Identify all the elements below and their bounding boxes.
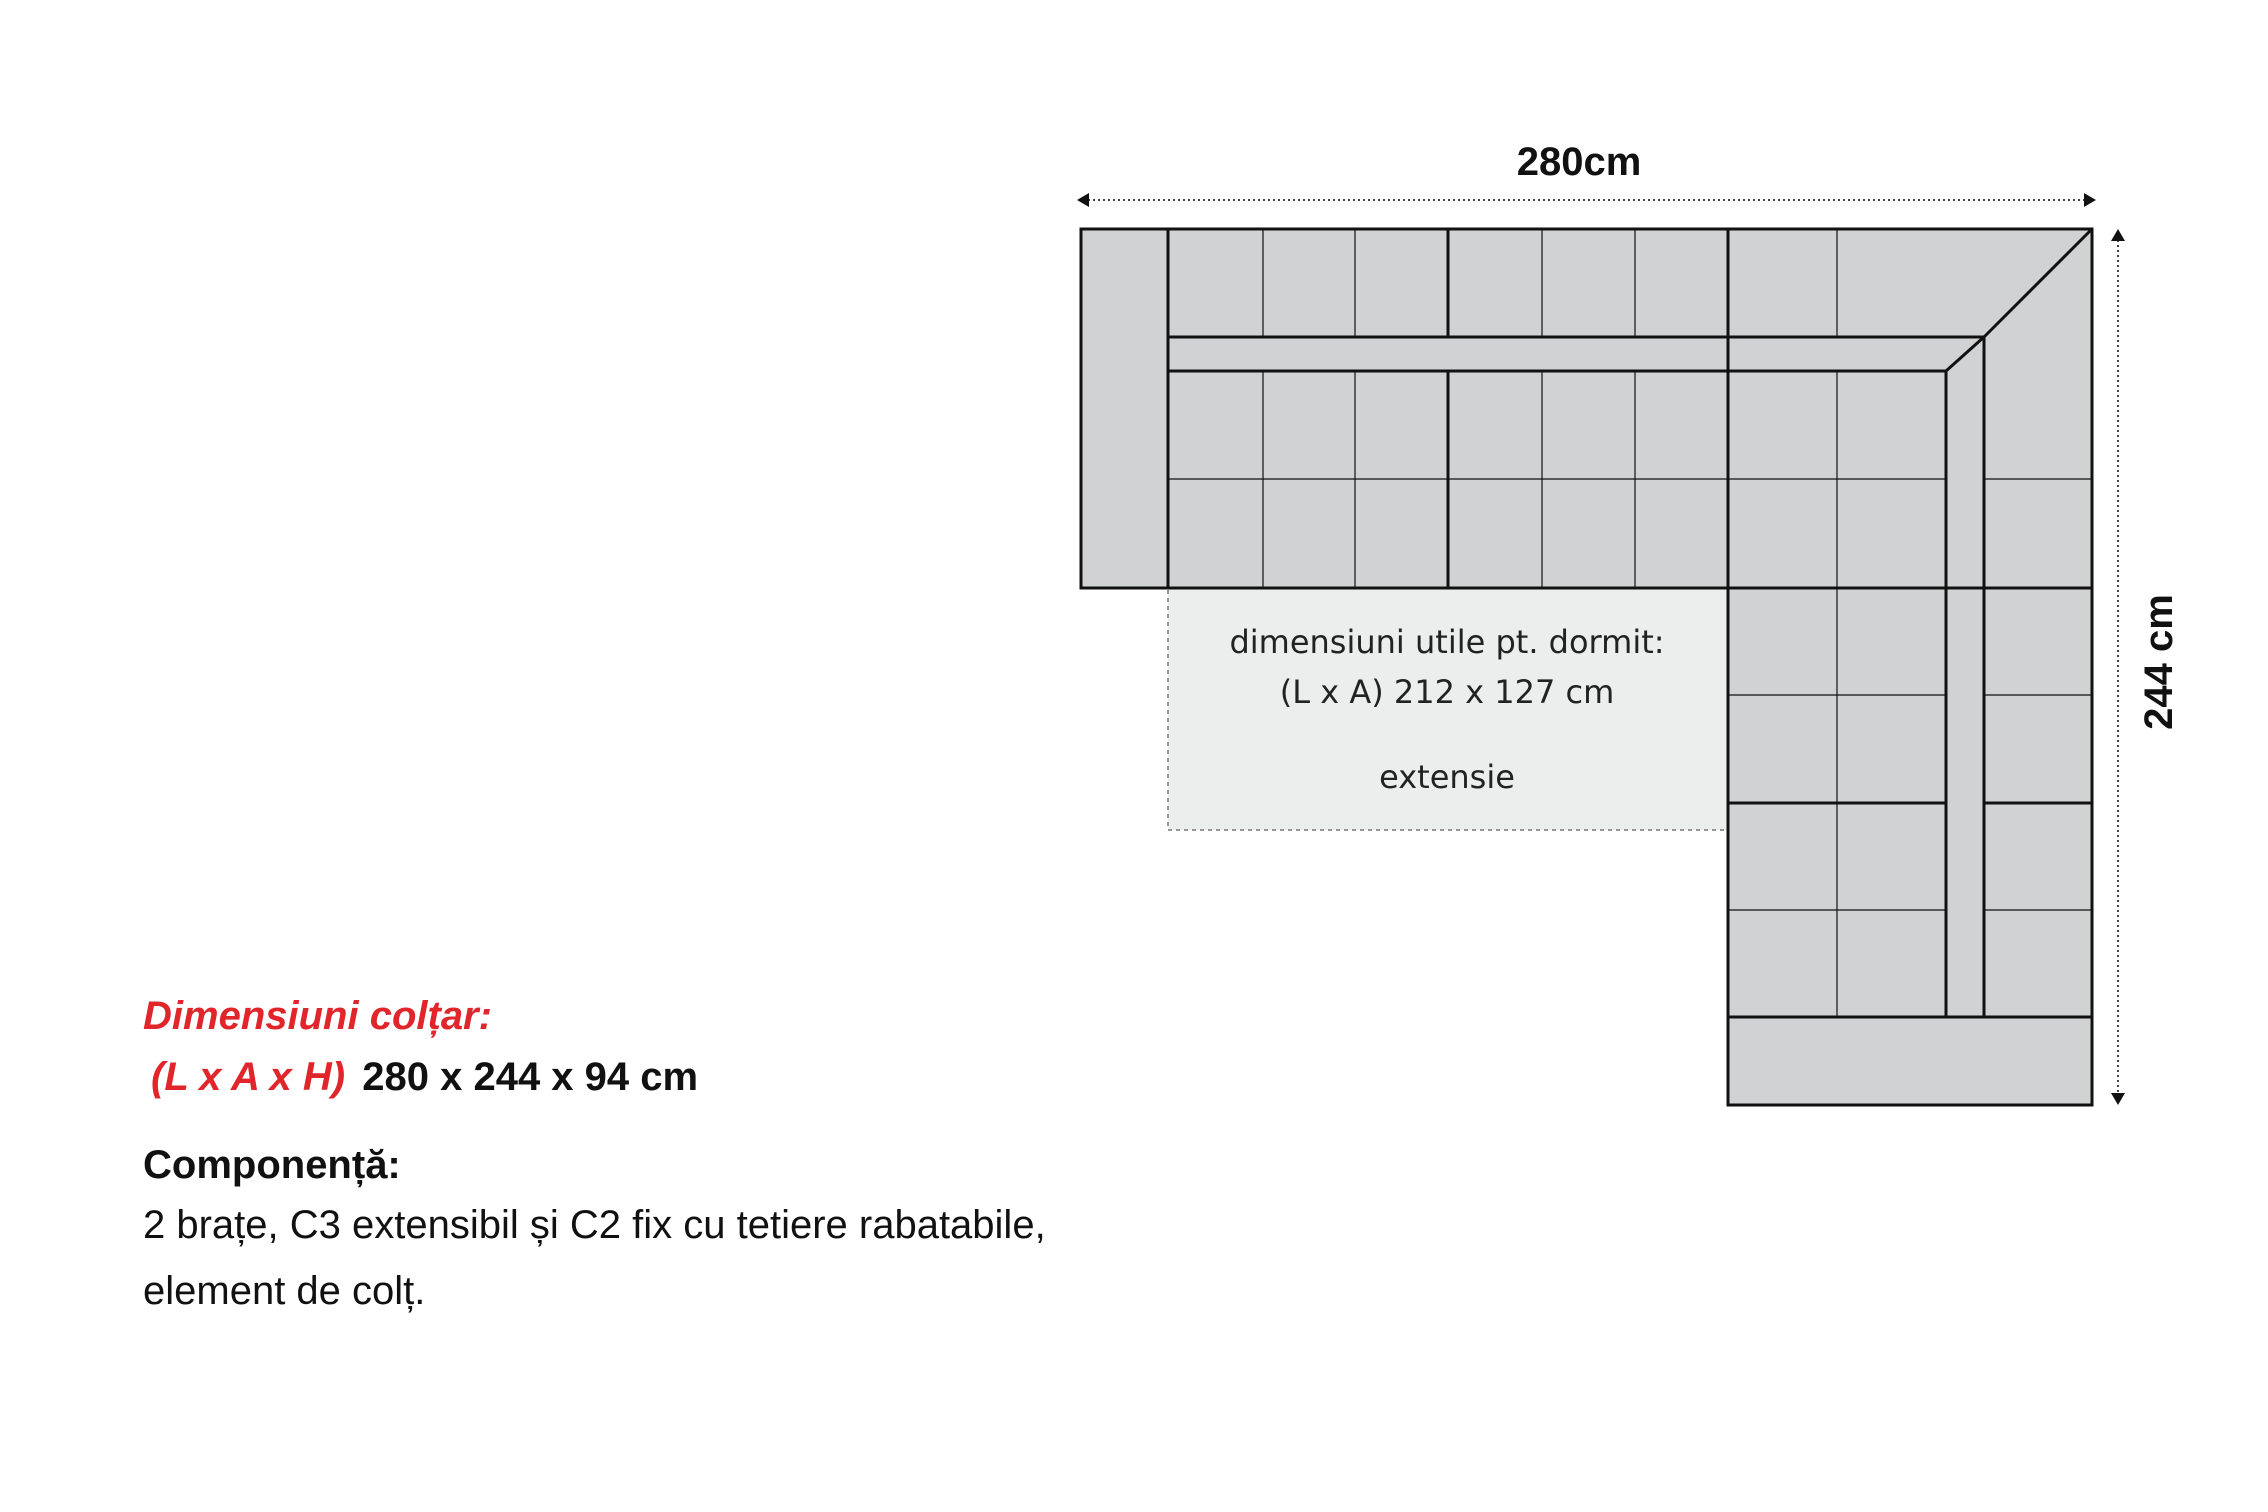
- sleep-area-label-line2: (L x A) 212 x 127 cm: [1280, 673, 1615, 711]
- corner-diagonal-outer: [1982, 227, 2094, 339]
- extension-label: extensie: [1379, 758, 1515, 796]
- width-dimension-label: 280cm: [1517, 140, 1642, 184]
- dimensions-axes-label: (L x A x H): [151, 1055, 346, 1099]
- dimensions-title: Dimensiuni colțar:: [143, 994, 492, 1038]
- composition-line-2: element de colț.: [143, 1269, 426, 1313]
- corner-diagonal-inner: [1944, 335, 1986, 373]
- extension-area: [1167, 587, 1730, 831]
- composition-line-1: 2 brațe, C3 extensibil și C2 fix cu teti…: [143, 1203, 1046, 1247]
- composition-title: Componență:: [143, 1143, 401, 1187]
- width-arrow-right: [2084, 193, 2096, 207]
- dimensions-value: 280 x 244 x 94 cm: [362, 1055, 699, 1099]
- dimensions-line: (L x A x H) 280 x 244 x 94 cm: [143, 1057, 698, 1097]
- height-arrow-bottom: [2111, 1093, 2125, 1105]
- height-arrow-top: [2111, 229, 2125, 241]
- width-arrow-left: [1077, 193, 1089, 207]
- sleep-area-label-line1: dimensiuni utile pt. dormit:: [1229, 623, 1664, 661]
- composition-text: 2 brațe, C3 extensibil și C2 fix cu teti…: [143, 1192, 1143, 1324]
- height-dimension-label: 244 cm: [2137, 594, 2181, 730]
